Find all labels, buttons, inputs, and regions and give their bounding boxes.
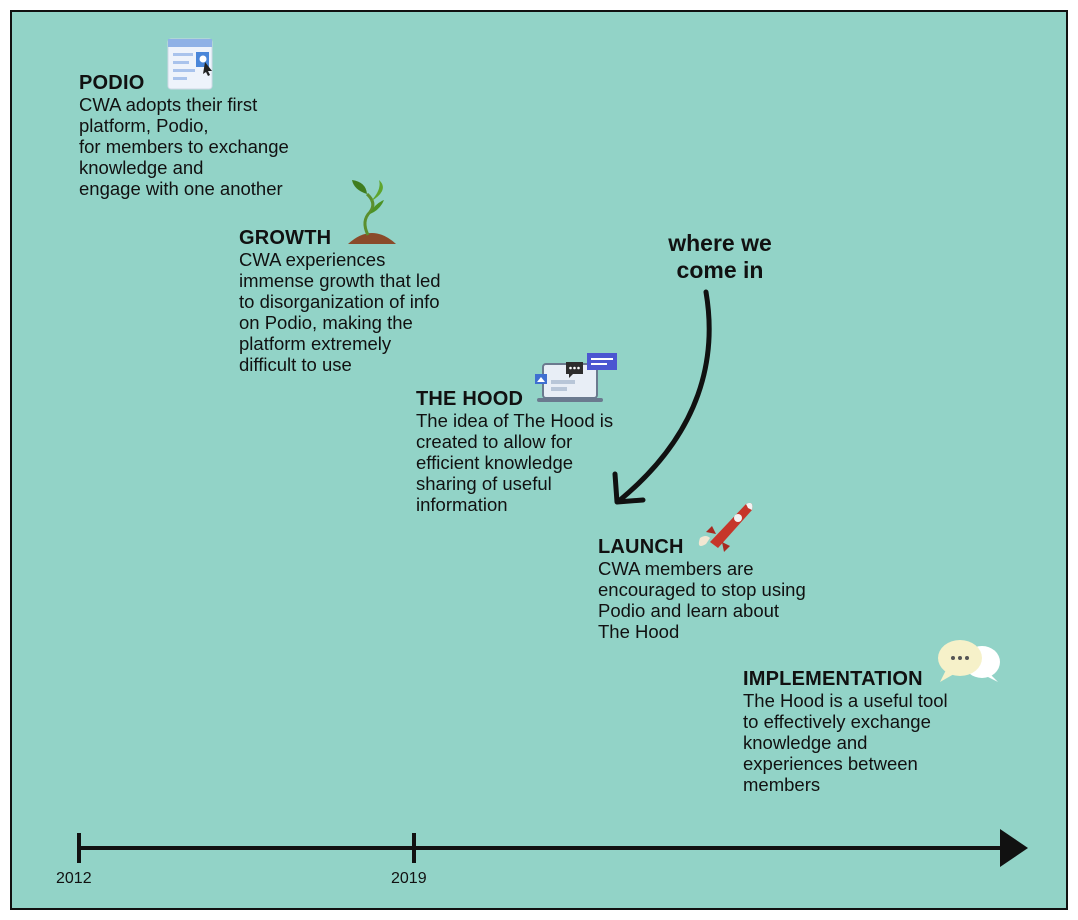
event-description: The idea of The Hood is created to allow… xyxy=(416,410,614,515)
year-label-2012: 2012 xyxy=(56,870,92,887)
event-the-hood: THE HOOD The idea of The Hood is created… xyxy=(416,388,613,515)
event-description: The Hood is a useful tool to effectively… xyxy=(743,690,948,795)
axis-arrowhead xyxy=(1000,829,1028,867)
event-title: LAUNCH xyxy=(598,536,684,558)
chat-bubbles-icon xyxy=(936,638,1002,691)
event-title: THE HOOD xyxy=(416,388,524,410)
event-description: CWA experiences immense growth that led … xyxy=(239,249,441,375)
event-launch: LAUNCH CWA members are encouraged to sto… xyxy=(598,536,806,642)
rocket-icon xyxy=(696,498,756,559)
year-label-2019: 2019 xyxy=(391,870,427,887)
event-implementation: IMPLEMENTATION The Hood is a useful tool… xyxy=(743,668,948,795)
sprout-icon xyxy=(346,178,398,251)
callout-line-2: come in xyxy=(676,257,764,283)
event-growth: GROWTH CWA experiences immense growth th… xyxy=(239,227,441,375)
browser-window-icon xyxy=(167,38,217,97)
event-title: PODIO xyxy=(79,72,145,94)
event-description: CWA adopts their first platform, Podio, … xyxy=(79,94,289,199)
laptop-chat-icon xyxy=(535,352,619,411)
event-description: CWA members are encouraged to stop using… xyxy=(598,558,806,642)
event-podio: PODIO CWA adopts their first platform, P… xyxy=(79,72,289,199)
event-title: GROWTH xyxy=(239,227,332,249)
callout-text: where we come in xyxy=(648,230,792,284)
callout-line-1: where we xyxy=(668,230,772,256)
timeline-slide: PODIO CWA adopts their first platform, P… xyxy=(10,10,1068,910)
event-title: IMPLEMENTATION xyxy=(743,668,923,690)
